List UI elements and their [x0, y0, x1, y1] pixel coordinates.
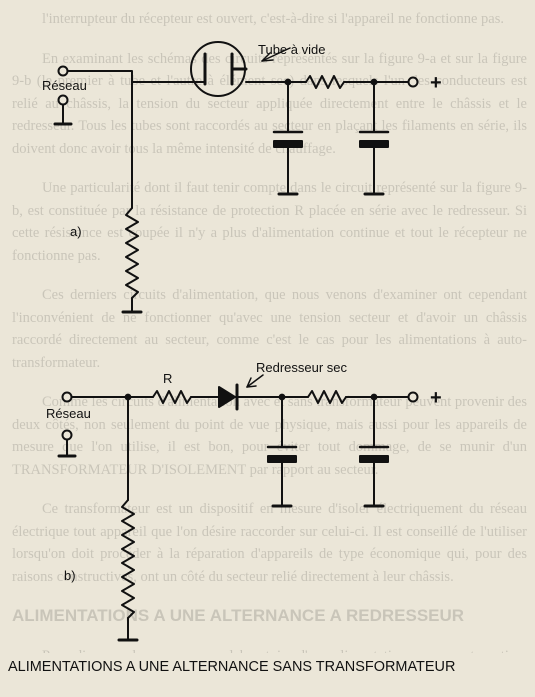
- background-text: l'interrupteur du récepteur est ouvert, …: [12, 8, 527, 697]
- mains-terminal-bottom-b: [61, 429, 73, 441]
- mains-terminal-top-a: [57, 65, 69, 77]
- part-label-b: b): [64, 568, 76, 583]
- wire-mains-to-tube: [67, 70, 191, 83]
- mains-label-a: Réseau: [42, 78, 87, 93]
- vacuum-tube: [189, 41, 248, 97]
- tube-label-arrow: [261, 52, 274, 62]
- output-terminal-a: [407, 76, 419, 88]
- figure-caption: ALIMENTATIONS A UNE ALTERNANCE SANS TRAN…: [8, 658, 456, 675]
- tube-anode: [230, 52, 248, 86]
- circuit-b: [57, 374, 419, 642]
- filter-resistor-a: [305, 75, 345, 89]
- circuit-a: [53, 41, 419, 314]
- filament-dropping-resistor-b: [121, 499, 135, 619]
- filter-resistor-b: [307, 390, 347, 404]
- mains-label-b: Réseau: [46, 406, 91, 421]
- selenium-rectifier: [218, 383, 239, 411]
- rectifier-label: Redresseur sec: [256, 360, 348, 375]
- output-terminal-b: [407, 391, 419, 403]
- protection-resistor-r: [152, 390, 192, 404]
- rectifier-label-leader: [246, 374, 264, 388]
- background-paragraph: Ce transformateur est un dispositif en m…: [12, 501, 527, 585]
- plus-label-b: +: [430, 387, 442, 409]
- plus-label-a: +: [430, 72, 442, 94]
- background-heading: ALIMENTATIONS A UNE ALTERNANCE A REDRESS…: [12, 606, 465, 625]
- resistor-r-label: R: [163, 371, 172, 386]
- filament-dropping-resistor-a: [125, 207, 139, 299]
- background-paragraph: En examinant les schémas des circuits re…: [12, 50, 527, 157]
- background-paragraph: l'interrupteur du récepteur est ouvert, …: [42, 11, 504, 27]
- tube-label-leader: [261, 47, 291, 62]
- mains-terminal-top-b: [61, 391, 73, 403]
- part-label-a: a): [70, 224, 82, 239]
- background-paragraph: Une particularité dont il faut tenir com…: [12, 180, 527, 264]
- rectifier-label-arrow: [246, 377, 257, 388]
- diode-triangle: [218, 386, 236, 408]
- caption-band: [0, 653, 535, 697]
- tube-label: Tube à vide: [258, 42, 325, 57]
- mains-terminal-bottom-a: [57, 94, 69, 106]
